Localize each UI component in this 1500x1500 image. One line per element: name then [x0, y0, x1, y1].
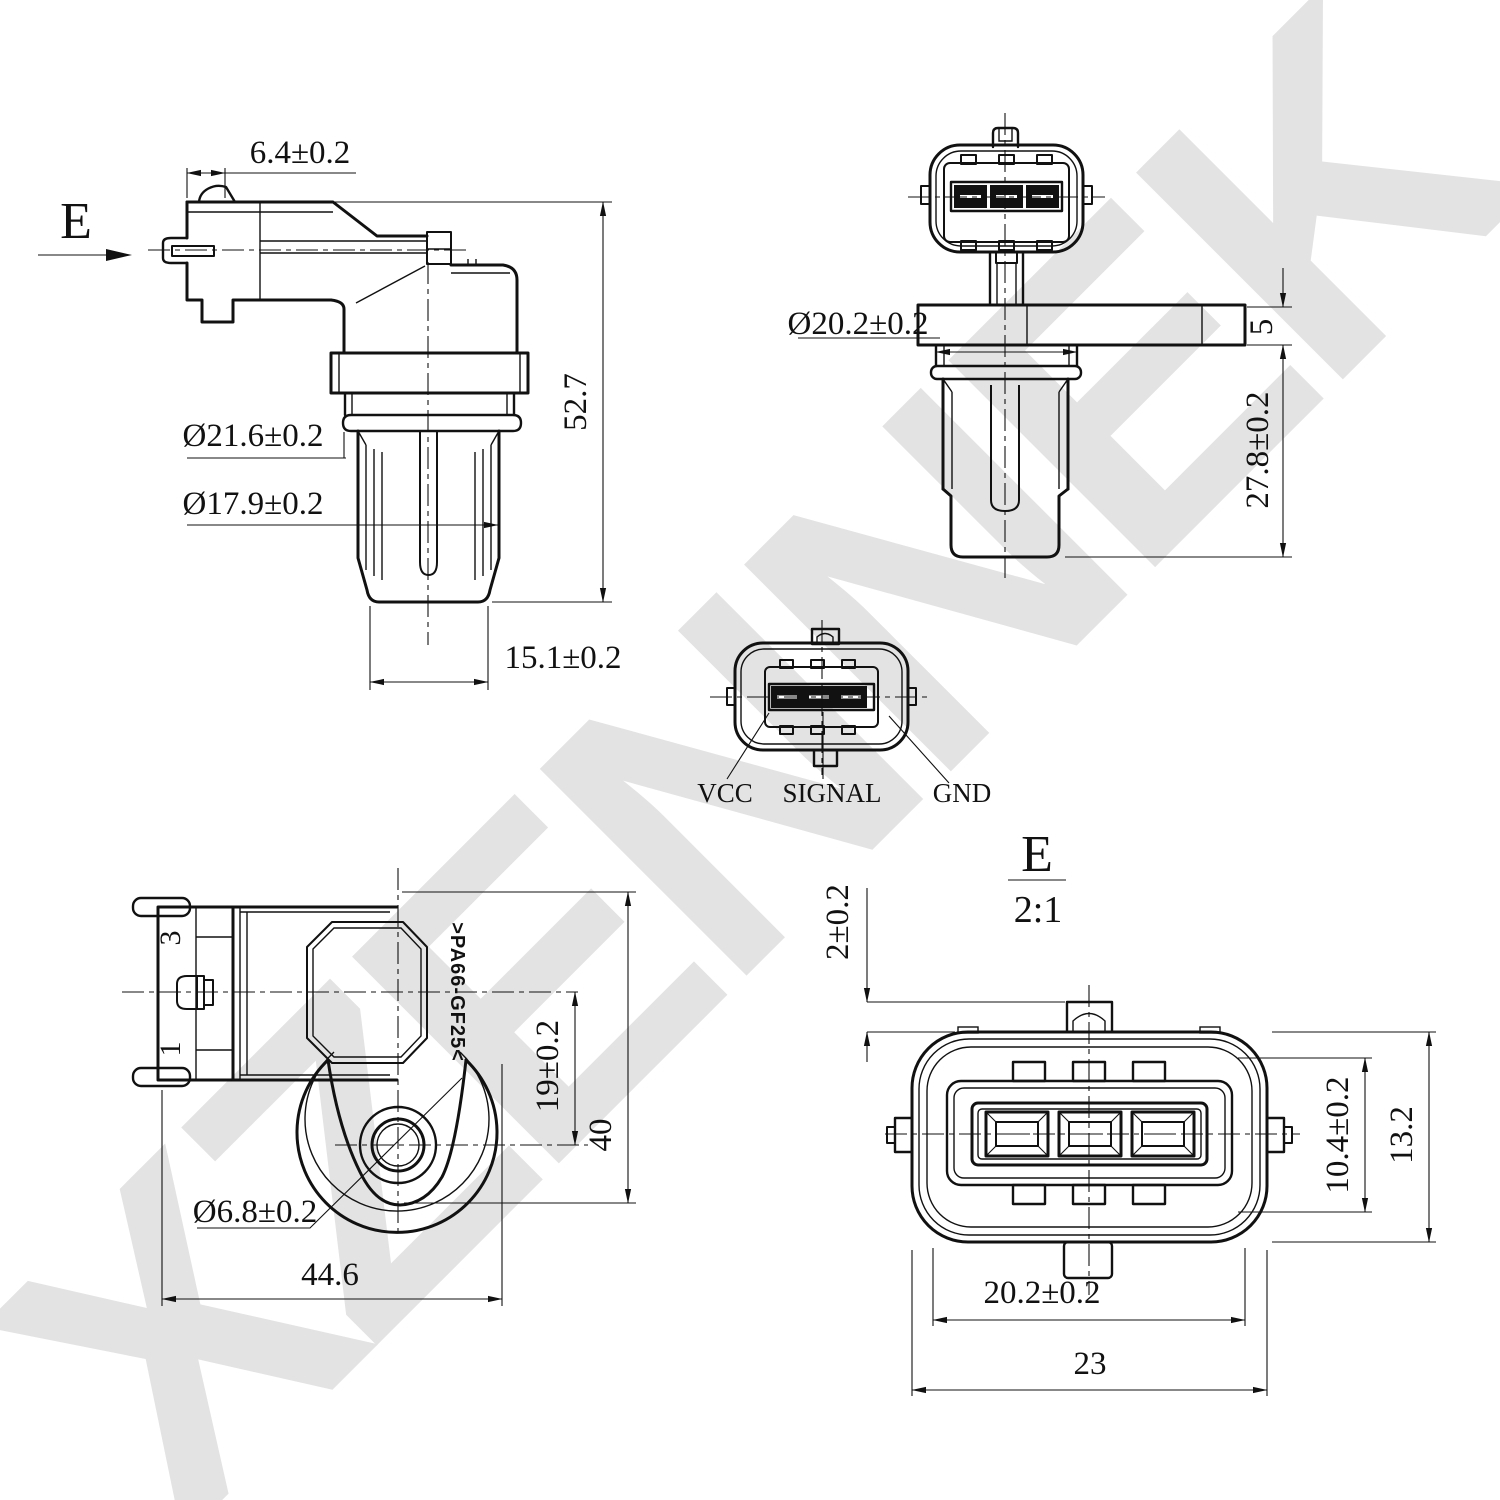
front-view: Ø20.2±0.2 5 27.8±0.2	[788, 113, 1292, 578]
dim-hole-offset: 19±0.2	[530, 1020, 566, 1112]
dim-barrel-diameter: Ø17.9±0.2	[183, 486, 324, 522]
dim-tab-height: 2±0.2	[820, 884, 856, 960]
dim-tip-width: 15.1±0.2	[504, 640, 621, 676]
dim-overall-height: 52.7	[558, 373, 594, 431]
dim-outer-height: 13.2	[1384, 1106, 1420, 1164]
pin-number-3: 3	[154, 931, 187, 946]
dim-overall-length: 44.6	[301, 1257, 359, 1293]
dim-hole-diameter: Ø6.8±0.2	[193, 1194, 317, 1230]
pin-label-vcc: VCC	[697, 778, 753, 808]
side-view: 6.4±0.2 E Ø21.6±0.2 Ø17.9±0.2 52.7 15.1±…	[38, 135, 622, 690]
pin-label-gnd: GND	[933, 778, 992, 808]
pin-label-signal: SIGNAL	[783, 778, 882, 808]
dim-outer-width: 23	[1074, 1346, 1107, 1382]
pin-number-1: 1	[154, 1042, 187, 1057]
dim-body-height: 40	[583, 1119, 619, 1152]
top-view: 3 1 >PA66-GF25< 19±0.2	[122, 868, 636, 1306]
dim-inner-height: 10.4±0.2	[1320, 1076, 1356, 1193]
dim-inner-width: 20.2±0.2	[983, 1275, 1100, 1311]
detail-view-e: E 2:1	[820, 826, 1436, 1396]
dim-flange-thickness: 5	[1244, 319, 1280, 336]
dim-latch-width: 6.4±0.2	[250, 135, 351, 171]
view-direction-arrow	[106, 249, 132, 261]
dim-insertion-depth: 27.8±0.2	[1240, 391, 1276, 508]
detail-view-scale: 2:1	[1014, 889, 1063, 931]
detail-view-label: E	[1021, 826, 1053, 883]
dim-seal-diameter: Ø20.2±0.2	[788, 306, 929, 342]
connector-pinout-view: VCC SIGNAL GND	[697, 620, 991, 808]
view-direction-label-e: E	[60, 193, 92, 250]
dim-oring-diameter: Ø21.6±0.2	[183, 418, 324, 454]
